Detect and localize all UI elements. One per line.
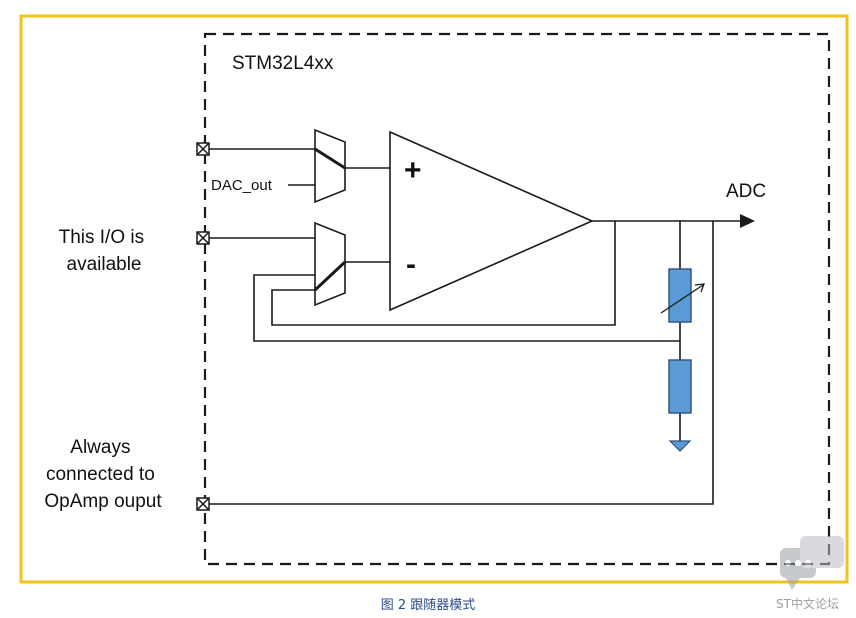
input-mux-positive [314, 128, 346, 204]
variable-resistor [660, 268, 705, 323]
wires [209, 148, 745, 505]
adc-arrow [740, 214, 755, 228]
chat-bubble-icon [780, 536, 844, 590]
figure-caption: 图 2 跟随器模式 [380, 598, 476, 613]
watermark-text: ST中文论坛 [776, 597, 839, 611]
ground-symbol [668, 440, 692, 452]
chip-boundary [203, 32, 831, 566]
dac-out-label: DAC_out [211, 177, 273, 194]
opamp-plus-sign: + [404, 154, 422, 187]
io-pin-dac [196, 142, 210, 156]
chip-label: STM32L4xx [232, 53, 334, 74]
fixed-resistor [668, 359, 692, 414]
opamp-triangle [389, 130, 594, 312]
always-connected-label: Always connected to OpAmp ouput [44, 437, 162, 512]
adc-label: ADC [726, 181, 766, 202]
input-mux-negative [313, 221, 347, 307]
io-available-label: This I/O is available [59, 227, 150, 275]
io-pin-output [196, 497, 210, 511]
io-pin-available [196, 231, 210, 245]
opamp-minus-sign: - [406, 248, 416, 281]
outer-frame [19, 14, 849, 584]
